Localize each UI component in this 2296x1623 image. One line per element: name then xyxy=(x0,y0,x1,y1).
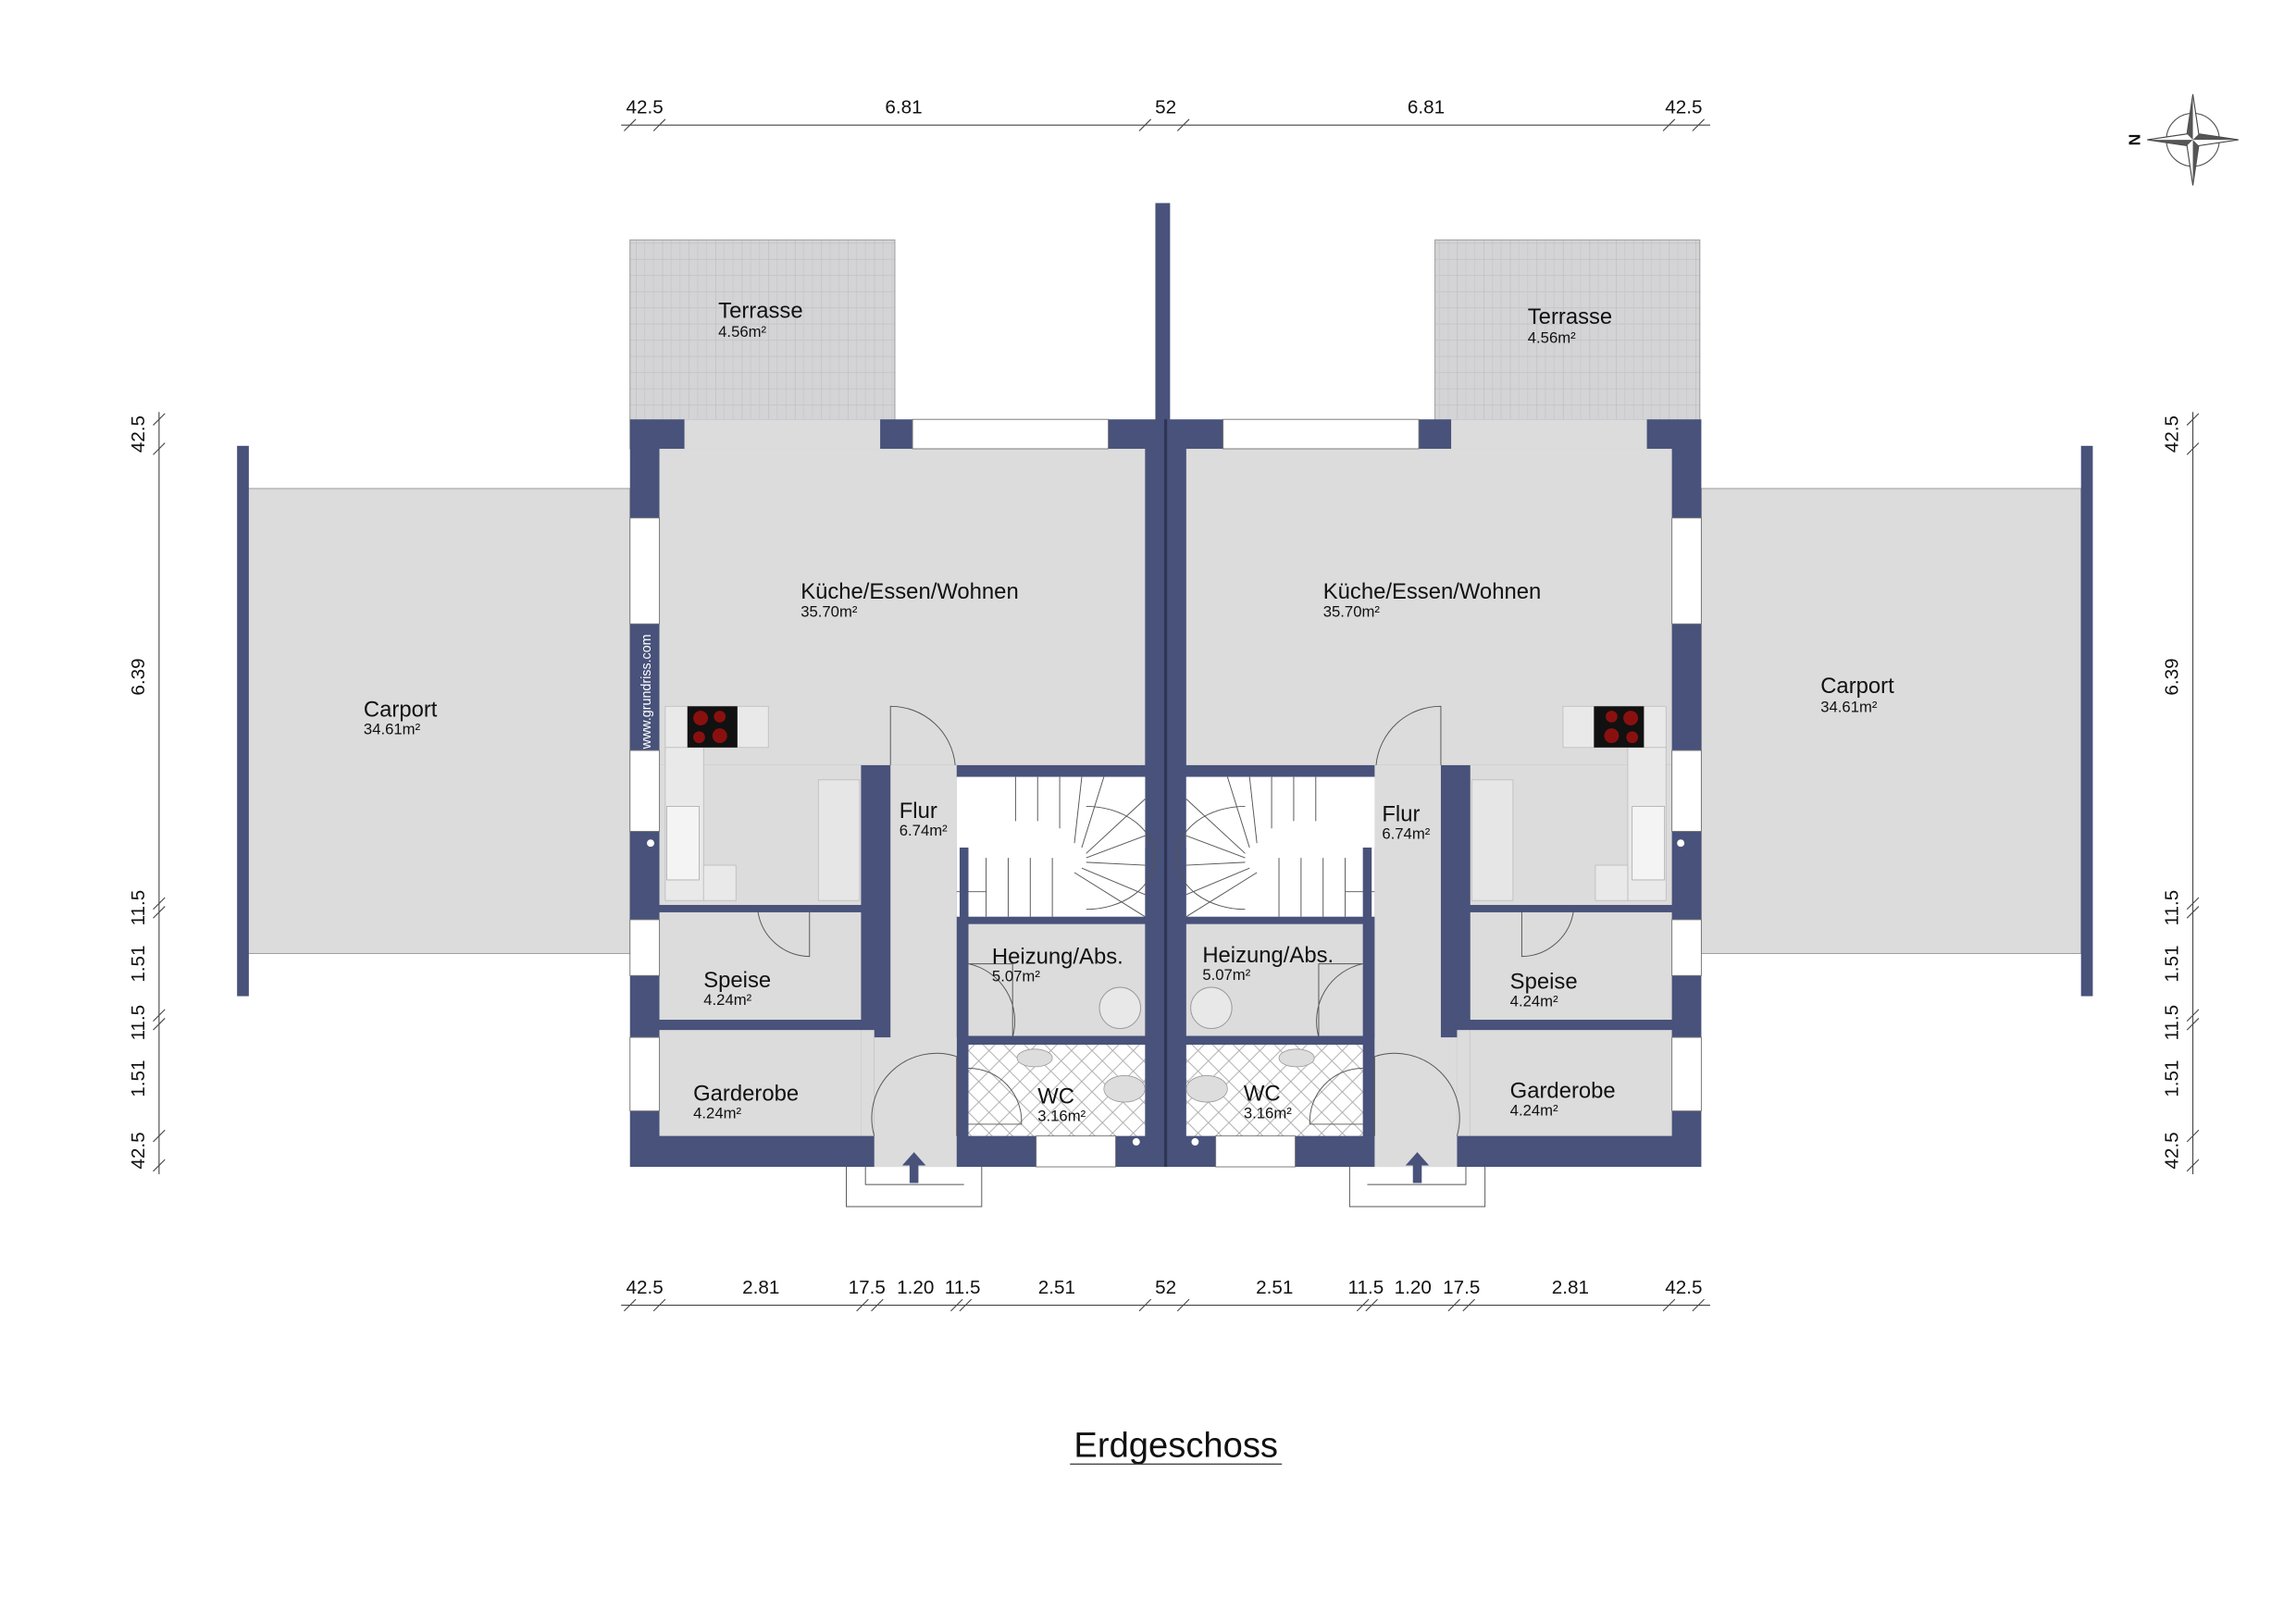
dim-label: 1.20 xyxy=(1395,1277,1432,1298)
dim-label: 42.5 xyxy=(1665,1277,1702,1298)
room-area: 4.24m² xyxy=(693,1105,741,1122)
room-name: Speise xyxy=(703,968,771,993)
dim-label: 11.5 xyxy=(128,1005,149,1041)
room-labels-right: Terrasse 4.56m² Küche/Essen/Wohnen 35.70… xyxy=(1202,304,1894,1122)
room-area: 5.07m² xyxy=(1202,966,1250,984)
room-area: 6.74m² xyxy=(1382,824,1430,842)
dim-label: 42.5 xyxy=(627,1277,664,1298)
room-name: Flur xyxy=(1382,801,1420,826)
carport-post-left xyxy=(237,445,249,997)
room-name: Heizung/Abs. xyxy=(1202,943,1334,968)
dimension-right: 42.5 6.39 11.5 1.51 11.5 1.51 42.5 xyxy=(2162,412,2200,1174)
room-name: Garderobe xyxy=(693,1081,799,1106)
room-area: 35.70m² xyxy=(1323,602,1381,620)
room-name: Carport xyxy=(364,697,438,722)
room-area: 4.56m² xyxy=(1528,329,1576,347)
dim-label: 2.81 xyxy=(1552,1277,1589,1298)
dim-label: 6.39 xyxy=(2162,658,2183,695)
room-name: WC xyxy=(1244,1081,1281,1106)
dim-label: 42.5 xyxy=(2162,415,2183,452)
room-name: Garderobe xyxy=(1510,1078,1616,1103)
terrace-left xyxy=(629,239,896,450)
dimension-bottom: 42.5 2.81 17.5 1.20 11.5 2.51 52 2.51 11… xyxy=(621,1277,1710,1312)
room-area: 4.24m² xyxy=(1510,1101,1558,1119)
room-area: 4.56m² xyxy=(718,323,766,341)
carport-right xyxy=(1700,488,2082,954)
room-labels-left: Terrasse 4.56m² Küche/Essen/Wohnen 35.70… xyxy=(364,298,1123,1124)
room-area: 3.16m² xyxy=(1037,1108,1086,1125)
cooktop-icon xyxy=(687,706,738,748)
dim-label: 17.5 xyxy=(849,1277,886,1298)
toilet-icon xyxy=(1103,1075,1146,1103)
dim-label: 6.81 xyxy=(885,96,922,118)
dim-label: 42.5 xyxy=(128,415,149,452)
room-area: 4.24m² xyxy=(703,991,751,1009)
dim-label: 42.5 xyxy=(128,1132,149,1169)
room-area: 5.07m² xyxy=(992,968,1040,985)
watermark: www.grundriss.com xyxy=(639,634,654,750)
room-name: Küche/Essen/Wohnen xyxy=(800,579,1019,604)
room-name: Küche/Essen/Wohnen xyxy=(1323,579,1542,604)
carport-post-right xyxy=(2080,445,2093,997)
room-area: 6.74m² xyxy=(900,822,948,839)
floor-title: Erdgeschoss xyxy=(1074,1425,1278,1465)
dim-label: 2.81 xyxy=(742,1277,779,1298)
dim-label: 1.51 xyxy=(128,1060,149,1097)
dim-label: 11.5 xyxy=(128,890,149,926)
house-unit-left xyxy=(629,418,1166,1208)
dimension-left: 42.5 6.39 11.5 1.51 11.5 1.51 42.5 xyxy=(128,412,166,1174)
dim-label: 1.51 xyxy=(128,945,149,982)
dim-label: 11.5 xyxy=(2162,1005,2183,1041)
dim-label: 6.81 xyxy=(1408,96,1445,118)
dim-label: 52 xyxy=(1155,1277,1176,1298)
dimension-top: 42.5 6.81 52 6.81 42.5 xyxy=(621,96,1710,131)
room-area: 4.24m² xyxy=(1510,993,1558,1010)
dim-label: 1.51 xyxy=(2162,1060,2183,1097)
partition-wall xyxy=(1155,203,1171,424)
room-name: Carport xyxy=(1820,674,1894,699)
dim-label: 17.5 xyxy=(1443,1277,1480,1298)
compass-rose-icon: N xyxy=(2125,93,2239,186)
sink-icon xyxy=(666,806,700,881)
dim-label: 52 xyxy=(1155,96,1176,118)
north-label: N xyxy=(2125,134,2143,146)
room-name: Terrasse xyxy=(718,298,802,323)
room-name: Terrasse xyxy=(1528,304,1612,329)
dim-label: 2.51 xyxy=(1038,1277,1075,1298)
room-name: WC xyxy=(1037,1084,1074,1109)
dim-label: 11.5 xyxy=(945,1277,981,1298)
dim-label: 1.20 xyxy=(897,1277,934,1298)
dim-label: 11.5 xyxy=(1348,1277,1384,1298)
entrance-arrow-icon xyxy=(901,1152,926,1183)
room-name: Speise xyxy=(1510,970,1578,995)
carport-left xyxy=(246,488,631,954)
dim-label: 6.39 xyxy=(128,658,149,695)
room-area: 35.70m² xyxy=(800,602,858,620)
room-name: Heizung/Abs. xyxy=(992,945,1123,970)
terrace-right xyxy=(1434,239,1701,450)
dim-label: 1.51 xyxy=(2162,945,2183,982)
dim-label: 2.51 xyxy=(1256,1277,1293,1298)
room-area: 3.16m² xyxy=(1244,1105,1292,1122)
room-area: 34.61m² xyxy=(1820,699,1878,716)
dim-label: 42.5 xyxy=(1665,96,1702,118)
boiler-icon xyxy=(1098,986,1142,1030)
room-area: 34.61m² xyxy=(364,721,421,738)
dim-label: 11.5 xyxy=(2162,890,2183,926)
dim-label: 42.5 xyxy=(627,96,664,118)
dim-label: 42.5 xyxy=(2162,1132,2183,1169)
washbasin-icon xyxy=(1016,1048,1053,1068)
room-name: Flur xyxy=(900,799,937,824)
